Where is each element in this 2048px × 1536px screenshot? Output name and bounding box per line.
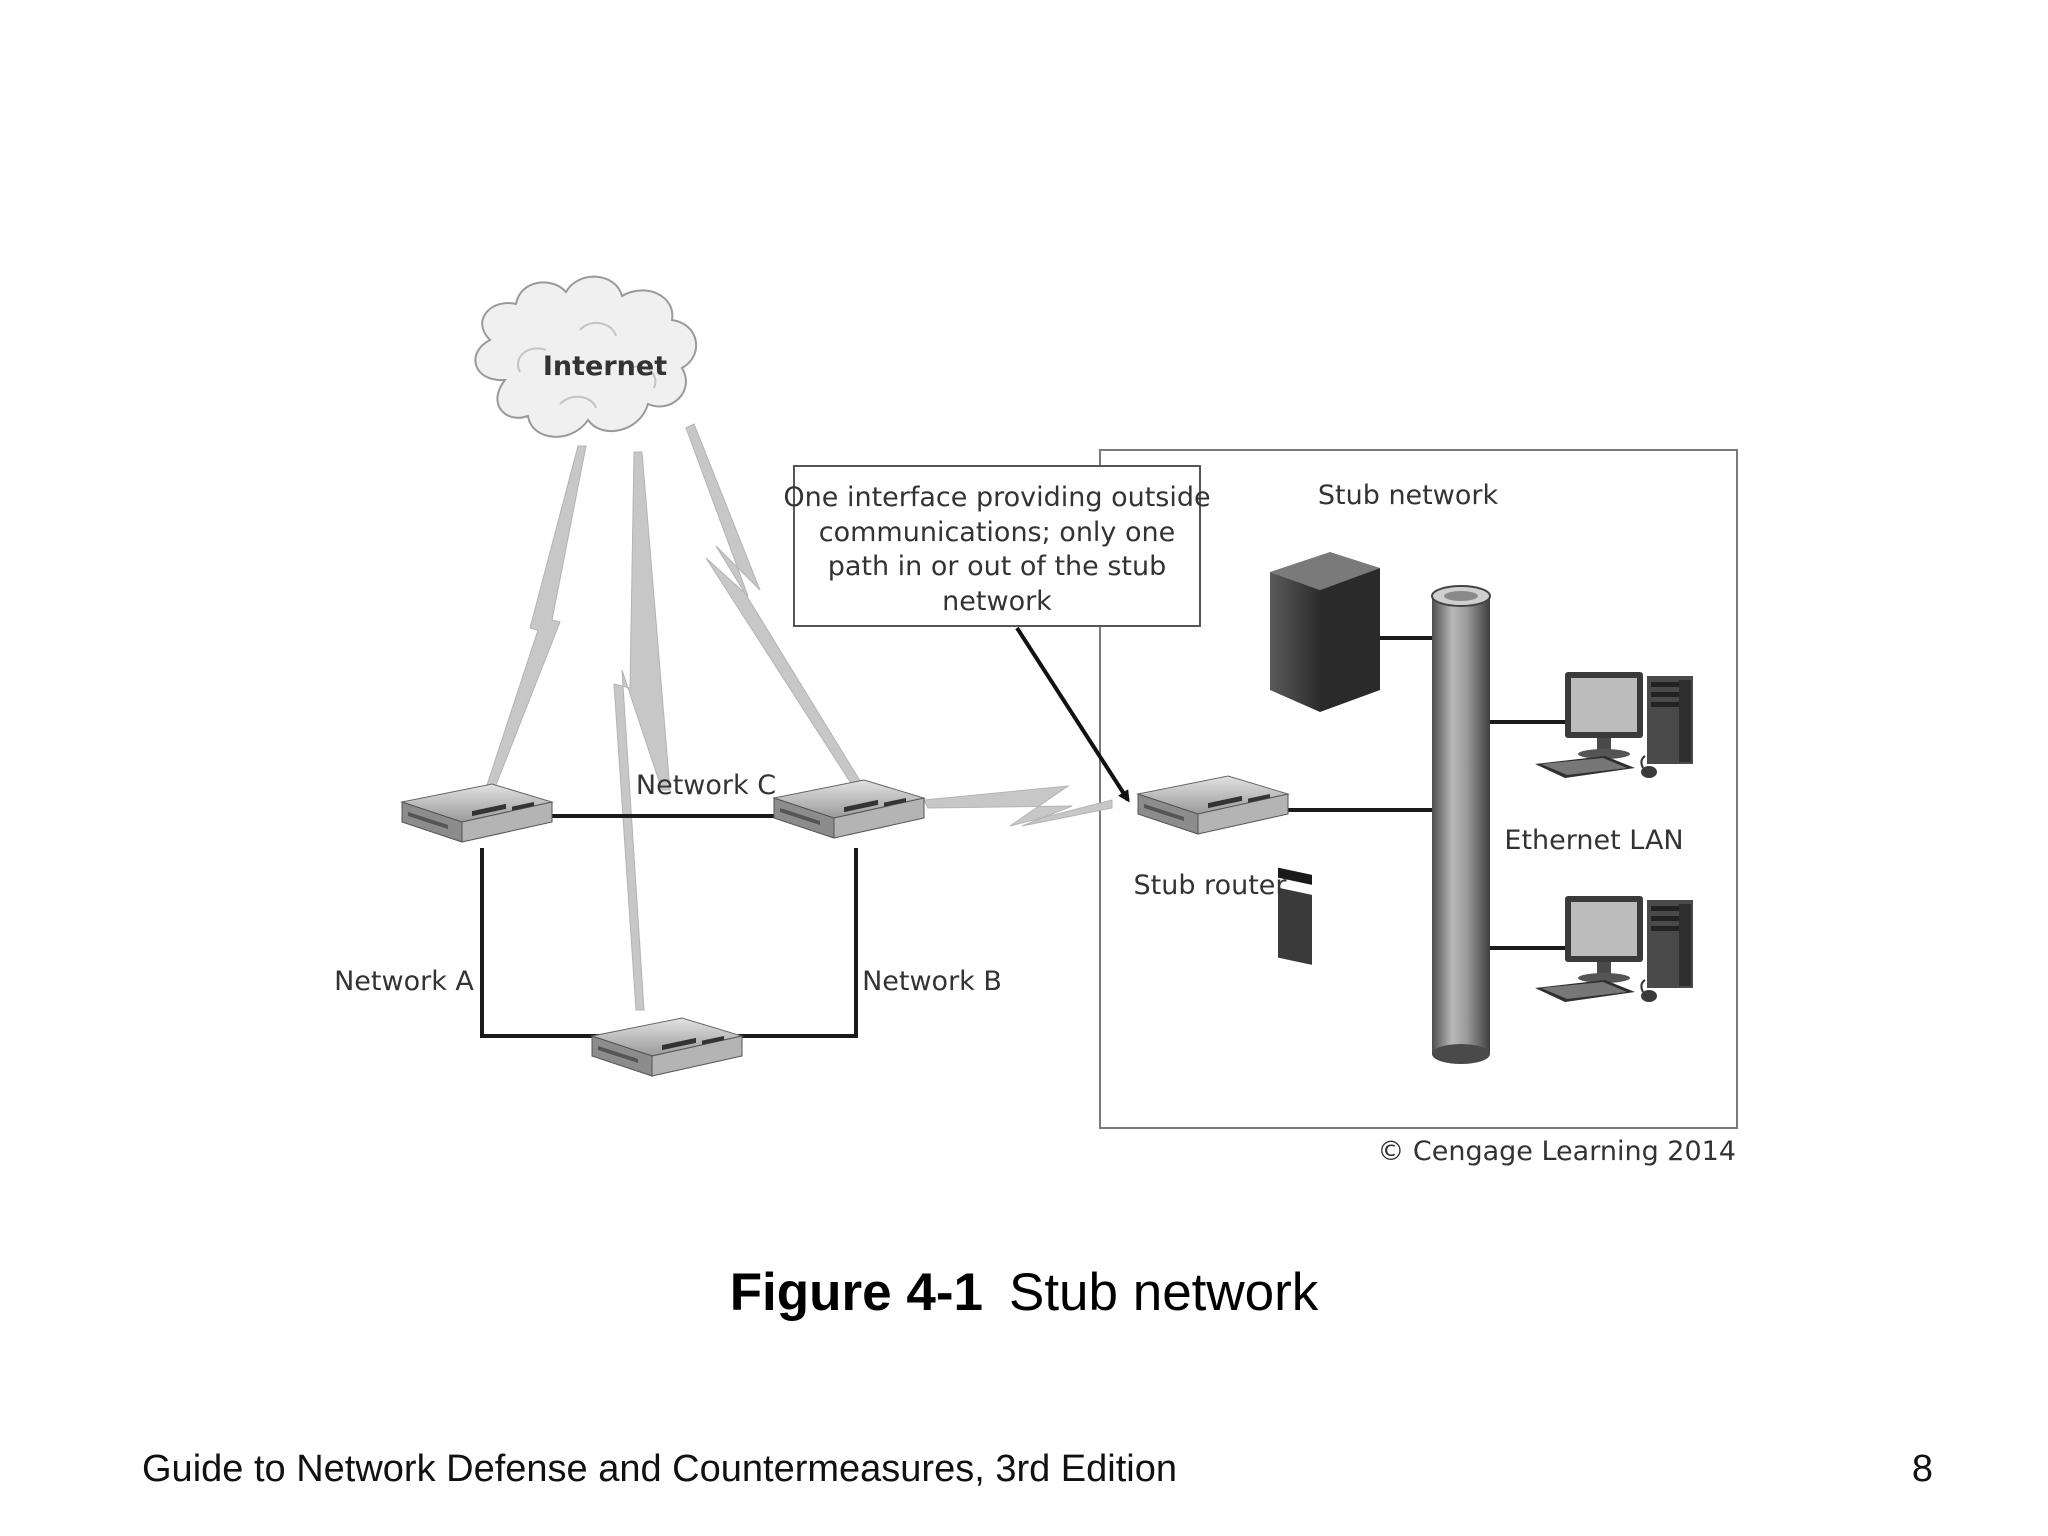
wireless-link-router-cb-stub <box>923 785 1113 827</box>
router-a-c-icon <box>401 783 553 843</box>
footer-page-number: 8 <box>1911 1448 1933 1490</box>
network-b-link <box>738 848 858 1038</box>
callout-line-3: path in or out of the stub <box>828 551 1167 582</box>
callout-box <box>793 465 1201 627</box>
callout-line-2: communications; only one <box>819 517 1175 548</box>
stub-network-boundary <box>1099 449 1738 1129</box>
ethernet-lan-label: Ethernet LAN <box>1504 825 1683 856</box>
workstation-1-icon <box>1534 671 1694 779</box>
figure-title: Stub network <box>1008 1263 1319 1322</box>
figure-number: Figure 4-1 <box>729 1263 983 1322</box>
footer-book-title: Guide to Network Defense and Countermeas… <box>142 1448 1177 1490</box>
internet-label: Internet <box>543 351 667 382</box>
callout-line-1: One interface providing outside <box>783 482 1210 513</box>
wireless-link-internet-router-ab <box>613 451 671 1011</box>
network-b-label: Network B <box>862 966 1002 997</box>
wireless-link-internet-router-ac <box>485 445 587 791</box>
network-a-link <box>480 848 600 1038</box>
router-c-b-icon <box>773 779 925 839</box>
internet-cloud-icon <box>474 275 698 438</box>
figure-caption: Figure 4-1 Stub network <box>0 1262 2048 1323</box>
stub-network-label: Stub network <box>1318 480 1499 511</box>
stub-router-icon <box>1137 775 1289 835</box>
ethernet-lan-backbone-icon <box>1431 585 1491 1064</box>
callout: One interface providing outside communic… <box>783 465 1211 803</box>
copyright-label: © Cengage Learning 2014 <box>1377 1136 1736 1167</box>
stub-router-label: Stub router <box>1134 870 1288 901</box>
server-icon <box>1270 552 1380 965</box>
router-a-b-icon <box>591 1017 743 1077</box>
network-a-label: Network A <box>334 966 474 997</box>
callout-arrow <box>1015 626 1130 803</box>
callout-line-4: network <box>942 586 1052 617</box>
network-c-label: Network C <box>636 770 776 801</box>
wired-links <box>480 636 1578 1038</box>
